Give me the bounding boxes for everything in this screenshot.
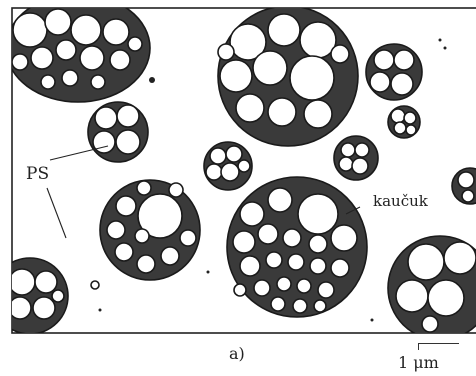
rubber-particle <box>204 142 252 190</box>
rubber-particle <box>88 102 148 162</box>
label-rubber: kaučuk <box>373 194 428 209</box>
figure-caption: a) <box>229 346 245 362</box>
rubber-particle <box>366 44 422 100</box>
scale-bar <box>418 343 459 350</box>
rubber-particle <box>100 180 200 280</box>
rubber-particle <box>6 0 150 102</box>
rubber-particle <box>227 177 367 317</box>
rubber-particle <box>388 106 420 138</box>
rubber-particle <box>218 6 358 146</box>
label-ps: PS <box>26 166 49 183</box>
rubber-particle <box>334 136 378 180</box>
rubber-particle <box>0 258 68 334</box>
scale-label: 1 μm <box>398 355 439 371</box>
